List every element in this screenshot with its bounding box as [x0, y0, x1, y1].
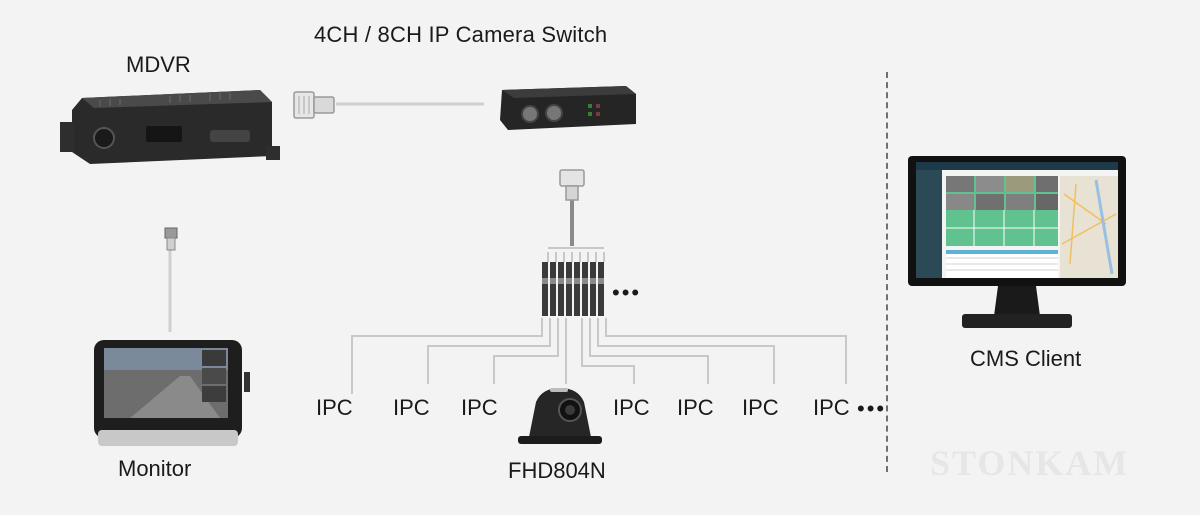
monitor-device-image	[94, 340, 250, 446]
monitor-connector-icon	[164, 227, 178, 251]
splitter-ellipsis: •••	[612, 280, 642, 305]
ipc-label: IPC	[813, 395, 850, 420]
mdvr-label: MDVR	[126, 52, 191, 77]
db-connector-icon	[293, 91, 335, 119]
cms-client-label: CMS Client	[970, 346, 1082, 371]
ipc-label: IPC	[316, 395, 353, 420]
splitter-fan	[547, 247, 605, 262]
splitter-connectors-image	[542, 262, 604, 316]
diagram-title: 4CH / 8CH IP Camera Switch	[314, 22, 608, 47]
ipc-label: IPC	[677, 395, 714, 420]
ipc-branch-lines	[351, 318, 847, 394]
ipc-ellipsis: •••	[857, 396, 887, 421]
brand-watermark: STONKAM	[930, 443, 1130, 483]
cms-client-monitor-image	[908, 156, 1126, 328]
ipc-label: IPC	[613, 395, 650, 420]
camera-model-label: FHD804N	[508, 458, 606, 483]
ipc-label: IPC	[461, 395, 498, 420]
mdvr-device-image	[60, 90, 280, 164]
ipc-label: IPC	[393, 395, 430, 420]
section-divider	[886, 72, 888, 472]
switch-connector-icon	[559, 169, 585, 201]
fhd804n-camera-image	[518, 388, 602, 444]
ip-camera-switch-image	[500, 86, 636, 130]
monitor-label: Monitor	[118, 456, 192, 481]
ipc-label: IPC	[742, 395, 779, 420]
